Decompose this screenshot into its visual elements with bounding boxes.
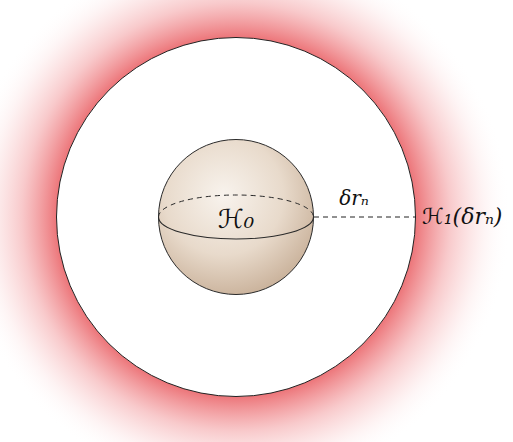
region-heading: ℋ₁(δrₙ) xyxy=(422,205,502,229)
sphere-body xyxy=(159,140,314,295)
radius-dashed-line xyxy=(314,217,416,218)
sphere-region: ℋ₀ xyxy=(158,139,314,295)
outer-circle xyxy=(57,38,416,397)
dimension-label: δrₙ xyxy=(339,187,369,209)
region-label: ℋ₀ xyxy=(218,205,254,234)
